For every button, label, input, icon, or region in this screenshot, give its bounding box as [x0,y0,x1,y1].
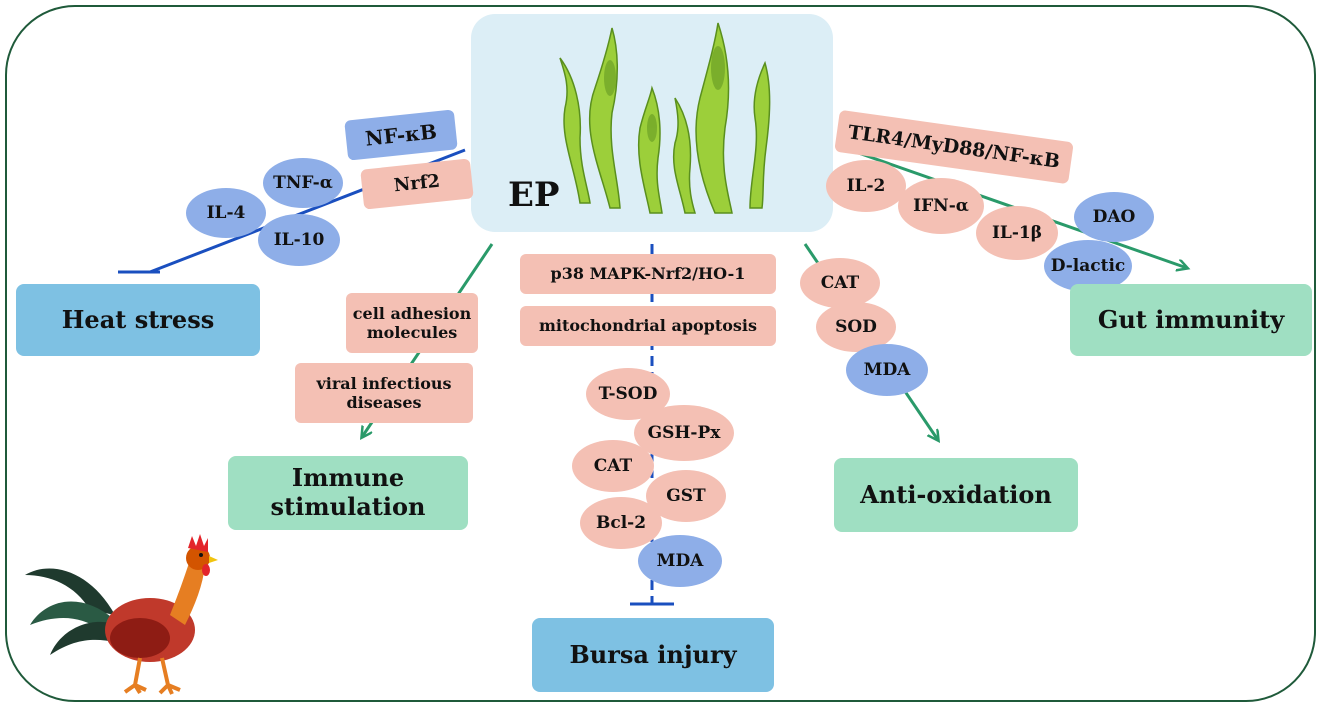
mitochondrial-apoptosis-pill: mitochondrial apoptosis [520,306,776,346]
gut-immunity-outcome: Gut immunity [1070,284,1312,356]
diagram-frame [5,5,1316,702]
mda-ellipse-bursa: MDA [638,535,722,587]
ifn-alpha-ellipse: IFN-α [898,178,984,234]
il-2-ellipse: IL-2 [826,160,906,212]
cat-ellipse-bursa: CAT [572,440,654,492]
cell-adhesion-molecules-pill: cell adhesion molecules [346,293,478,353]
d-lactic-ellipse: D-lactic [1044,240,1132,292]
bcl-2-ellipse: Bcl-2 [580,497,662,549]
il-1beta-ellipse: IL-1β [976,206,1058,260]
mda-ellipse-antiox: MDA [846,344,928,396]
il-10-ellipse: IL-10 [258,214,340,266]
seaweed-icon [559,22,771,214]
dao-ellipse: DAO [1074,192,1154,242]
gst-ellipse: GST [646,470,726,522]
rooster-icon [25,534,218,695]
p38-mapk-nrf2-ho1-pill: p38 MAPK-Nrf2/HO-1 [520,254,776,294]
viral-infectious-diseases-pill: viral infectious diseases [295,363,473,423]
tnf-alpha-ellipse: TNF-α [263,158,343,208]
immune-stimulation-outcome: Immune stimulation [228,456,468,530]
anti-oxidation-outcome: Anti-oxidation [834,458,1078,532]
il-4-ellipse: IL-4 [186,188,266,238]
ep-label: EP [508,175,560,215]
gsh-px-ellipse: GSH-Px [634,405,734,461]
cat-ellipse-antiox: CAT [800,258,880,308]
heat-stress-outcome: Heat stress [16,284,260,356]
sod-ellipse: SOD [816,302,896,352]
bursa-injury-outcome: Bursa injury [532,618,774,692]
